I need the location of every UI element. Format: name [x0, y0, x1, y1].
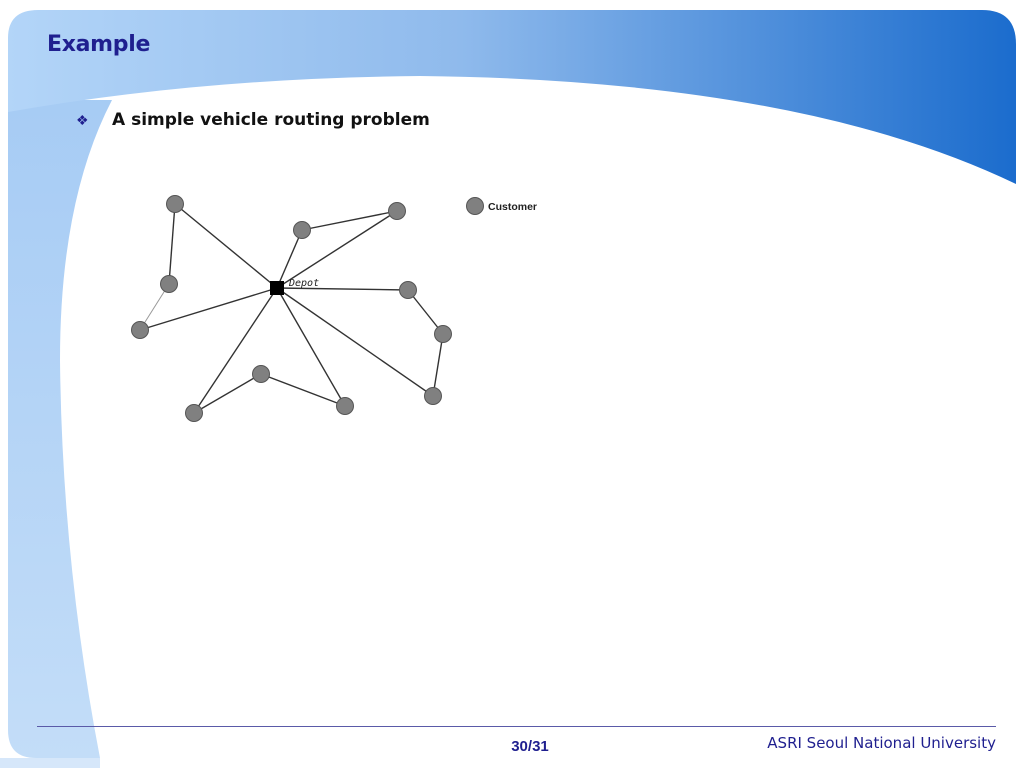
legend-customer-icon: [466, 197, 484, 215]
route-edge: [168, 203, 176, 285]
customer-node: [388, 202, 406, 220]
route-edge: [276, 287, 346, 407]
route-edge: [276, 210, 398, 289]
route-edge: [260, 373, 346, 407]
customer-node: [424, 387, 442, 405]
route-edge: [407, 289, 444, 335]
diamond-bullet-icon: ❖: [76, 111, 89, 128]
route-edge: [432, 333, 444, 397]
customer-node: [131, 321, 149, 339]
route-edge: [301, 210, 398, 231]
route-edge: [276, 287, 434, 397]
footer-divider: [37, 726, 996, 727]
route-edge: [193, 373, 262, 414]
customer-node: [252, 365, 270, 383]
page-number: 30/31: [511, 738, 549, 755]
customer-node: [160, 275, 178, 293]
customer-node: [336, 397, 354, 415]
slide-title: Example: [47, 32, 151, 57]
legend-customer-label: Customer: [488, 201, 537, 213]
route-edge: [276, 229, 303, 289]
customer-node: [166, 195, 184, 213]
route-edge: [139, 287, 278, 331]
customer-node: [293, 221, 311, 239]
customer-node: [434, 325, 452, 343]
organization-name: ASRI Seoul National University: [767, 734, 996, 752]
depot-label: Depot: [288, 278, 319, 289]
route-edge: [139, 283, 170, 331]
bullet-item: ❖ A simple vehicle routing problem: [76, 110, 430, 130]
customer-node: [185, 404, 203, 422]
route-edge: [174, 203, 278, 289]
route-edge: [193, 287, 278, 414]
customer-node: [399, 281, 417, 299]
route-edge: [276, 287, 409, 291]
legend: Customer: [466, 197, 537, 215]
bullet-text: A simple vehicle routing problem: [112, 110, 430, 130]
depot-node: [270, 281, 284, 295]
